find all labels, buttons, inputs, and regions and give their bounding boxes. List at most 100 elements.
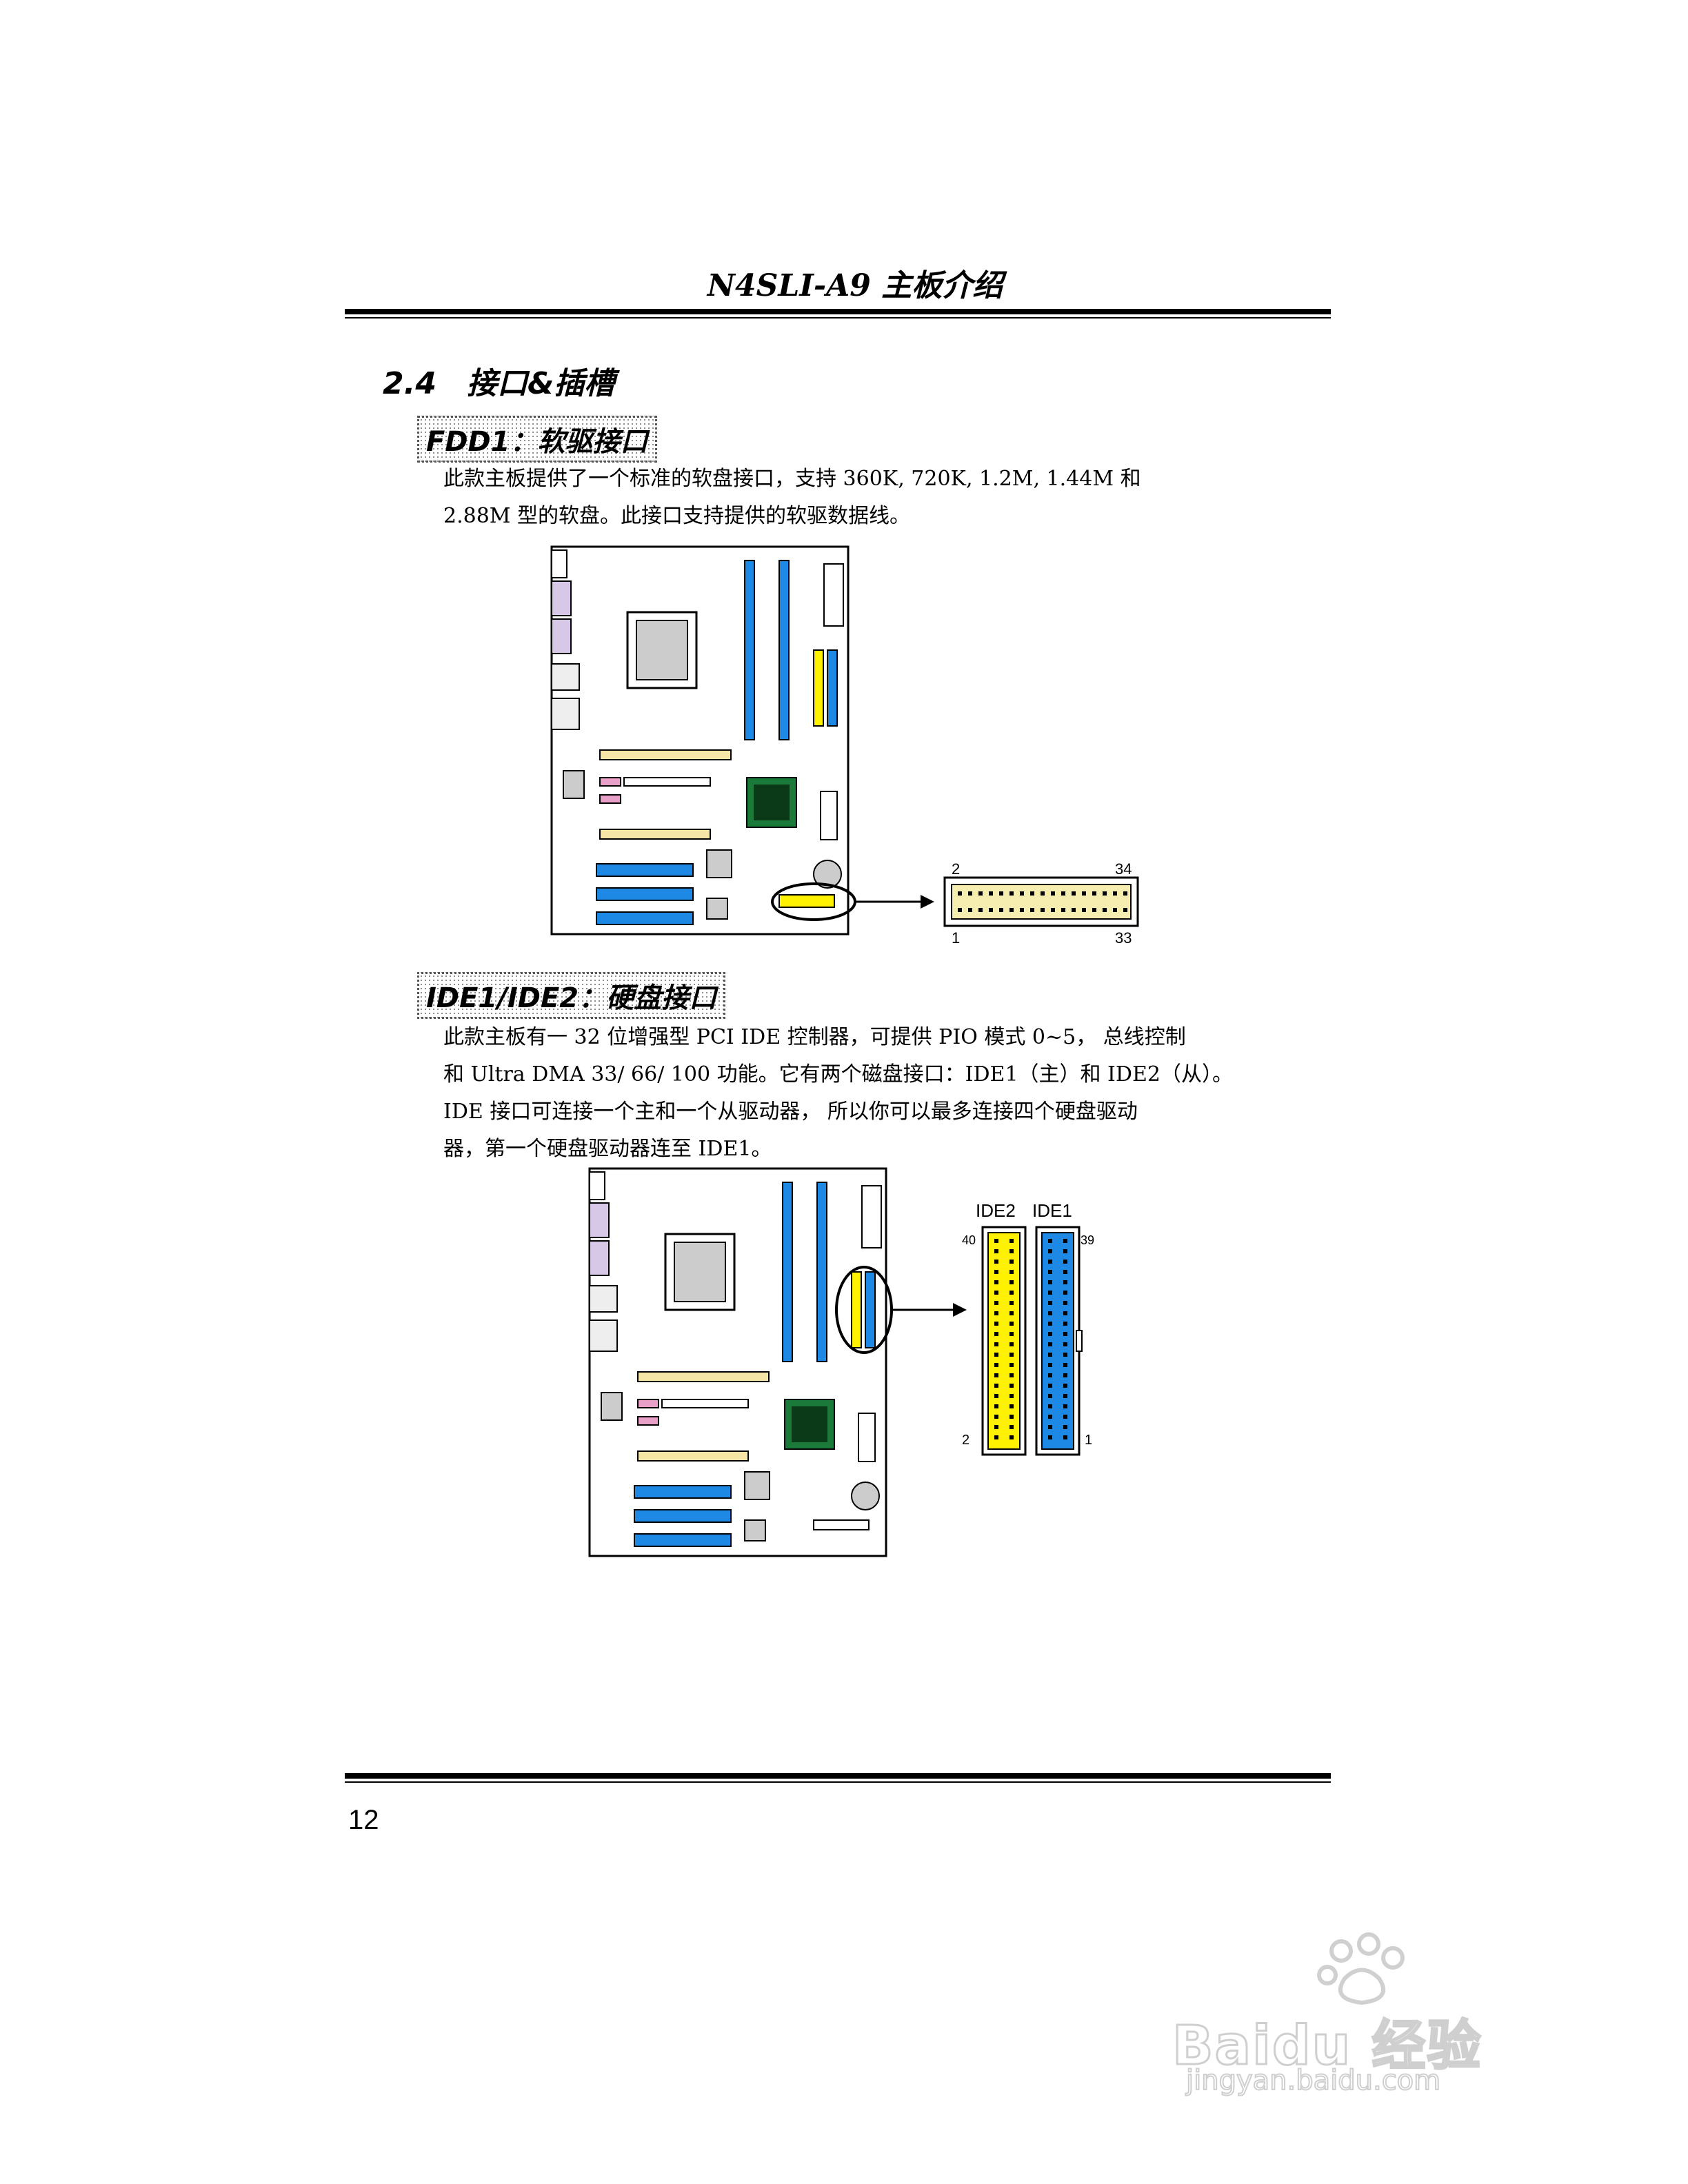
header-rule <box>345 309 1331 314</box>
fdd-pin <box>1041 891 1045 896</box>
ide2-pin <box>994 1394 998 1398</box>
ide2-pin <box>994 1404 998 1408</box>
ide2-pin <box>1009 1394 1014 1398</box>
section-title: 2.4 接口&插槽 <box>383 366 615 401</box>
fdd-pin <box>989 891 993 896</box>
fdd-pin <box>1009 891 1014 896</box>
ide1-pin <box>1063 1363 1067 1367</box>
baidu-watermark: Baidu 经验 jingyan.baidu.com <box>1171 1930 1614 2097</box>
ide1-pin <box>1048 1394 1052 1398</box>
ide2-pin <box>994 1363 998 1367</box>
ide1-pin <box>1048 1342 1052 1346</box>
ide1-pin <box>1048 1363 1052 1367</box>
fdd-pin <box>1103 891 1107 896</box>
ide-title: IDE1/IDE2：硬盘接口 <box>417 972 726 1019</box>
ide1-connector <box>1035 1226 1083 1456</box>
ide2-pin <box>994 1280 998 1284</box>
ide2-pin <box>1009 1249 1014 1253</box>
ide1-pin <box>1048 1435 1052 1439</box>
ide1-pin <box>1048 1249 1052 1253</box>
ide2-pin <box>994 1239 998 1243</box>
ide1-pin <box>1048 1311 1052 1315</box>
ide2-pin <box>1009 1435 1014 1439</box>
ide2-connector <box>981 1226 1027 1456</box>
ide1-pin <box>1063 1291 1067 1295</box>
fdd-motherboard-diagram: 2 34 1 33 <box>550 545 1139 943</box>
ide1-pin <box>1063 1301 1067 1305</box>
watermark-brand: Baidu 经验 <box>1171 2014 1483 2079</box>
ide-line-4: 器，第一个硬盘驱动器连至 IDE1。 <box>443 1137 772 1161</box>
ide1-pin <box>1063 1384 1067 1388</box>
ide2-pin <box>1009 1301 1014 1305</box>
ide1-pin <box>1063 1404 1067 1408</box>
ide1-pin <box>1048 1260 1052 1264</box>
ide2-pin <box>994 1260 998 1264</box>
ide-line-3: IDE 接口可连接一个主和一个从驱动器， 所以你可以最多连接四个硬盘驱动 <box>443 1100 1138 1124</box>
fdd-pin <box>1082 891 1086 896</box>
fdd-pin <box>978 891 983 896</box>
ide2-top-pin: 40 <box>962 1233 976 1247</box>
fdd-title: FDD1：软驱接口 <box>417 416 657 463</box>
fdd-pin <box>1061 891 1065 896</box>
fdd-pin <box>1020 908 1024 912</box>
ide2-pin <box>994 1384 998 1388</box>
ide2-pin <box>1009 1384 1014 1388</box>
fdd-line-1: 此款主板提供了一个标准的软盘接口，支持 360K, 720K, 1.2M, 1.… <box>443 467 1141 491</box>
ide2-pin <box>994 1435 998 1439</box>
ide2-pin <box>994 1425 998 1429</box>
ide1-pin <box>1063 1342 1067 1346</box>
ide2-pin <box>1009 1322 1014 1326</box>
ide2-pin <box>994 1322 998 1326</box>
fdd-pin <box>1072 891 1076 896</box>
fdd-pin <box>999 891 1003 896</box>
fdd-pin <box>1051 891 1055 896</box>
fdd-pin <box>958 908 962 912</box>
fdd-connector: 2 34 1 33 <box>943 860 1139 943</box>
fdd-pin <box>958 891 962 896</box>
ide1-pin <box>1063 1415 1067 1419</box>
ide1-pin <box>1063 1270 1067 1274</box>
ide1-pin <box>1063 1425 1067 1429</box>
ide-motherboard-diagram <box>588 1167 967 1557</box>
ide2-pin <box>994 1373 998 1377</box>
fdd-pin <box>1072 908 1076 912</box>
ide1-pin <box>1063 1249 1067 1253</box>
fdd-pin-bottom-right: 33 <box>1115 929 1132 943</box>
ide1-pin <box>1048 1373 1052 1377</box>
ide1-pin <box>1048 1425 1052 1429</box>
ide2-pin <box>1009 1239 1014 1243</box>
fdd-pin <box>1051 908 1055 912</box>
fdd-pin <box>1113 891 1117 896</box>
ide1-pin <box>1048 1291 1052 1295</box>
ide1-pin <box>1048 1301 1052 1305</box>
fdd-pin <box>1113 908 1117 912</box>
fdd-pin-top-left: 2 <box>952 860 960 878</box>
ide1-pin <box>1063 1311 1067 1315</box>
ide1-pin <box>1048 1384 1052 1388</box>
fdd-pin <box>978 908 983 912</box>
ide2-pin <box>1009 1415 1014 1419</box>
ide2-label: IDE2 <box>976 1200 1016 1221</box>
ide1-top-pin: 39 <box>1081 1233 1094 1247</box>
ide1-pin <box>1048 1332 1052 1336</box>
page-header-title: N4SLI-A9 主板介绍 <box>707 268 1003 303</box>
ide-highlight-circle <box>835 1266 893 1354</box>
ide1-pin <box>1063 1373 1067 1377</box>
ide2-pin <box>994 1301 998 1305</box>
ide-line-2: 和 Ultra DMA 33/ 66/ 100 功能。它有两个磁盘接口：IDE1… <box>443 1062 1233 1086</box>
fdd-pin <box>968 891 972 896</box>
ide1-pin <box>1048 1404 1052 1408</box>
ide1-pin <box>1063 1260 1067 1264</box>
ide1-pin <box>1063 1322 1067 1326</box>
ide1-pin <box>1063 1435 1067 1439</box>
motherboard-board-2 <box>588 1167 887 1557</box>
fdd-line-2: 2.88M 型的软盘。此接口支持提供的软驱数据线。 <box>443 504 911 528</box>
ide2-pin <box>1009 1425 1014 1429</box>
ide2-pin <box>994 1291 998 1295</box>
ide2-pin <box>1009 1332 1014 1336</box>
fdd-pin <box>1123 908 1127 912</box>
ide1-pin <box>1063 1239 1067 1243</box>
ide1-pin <box>1063 1280 1067 1284</box>
fdd-pin <box>1061 908 1065 912</box>
ide2-pin <box>994 1249 998 1253</box>
